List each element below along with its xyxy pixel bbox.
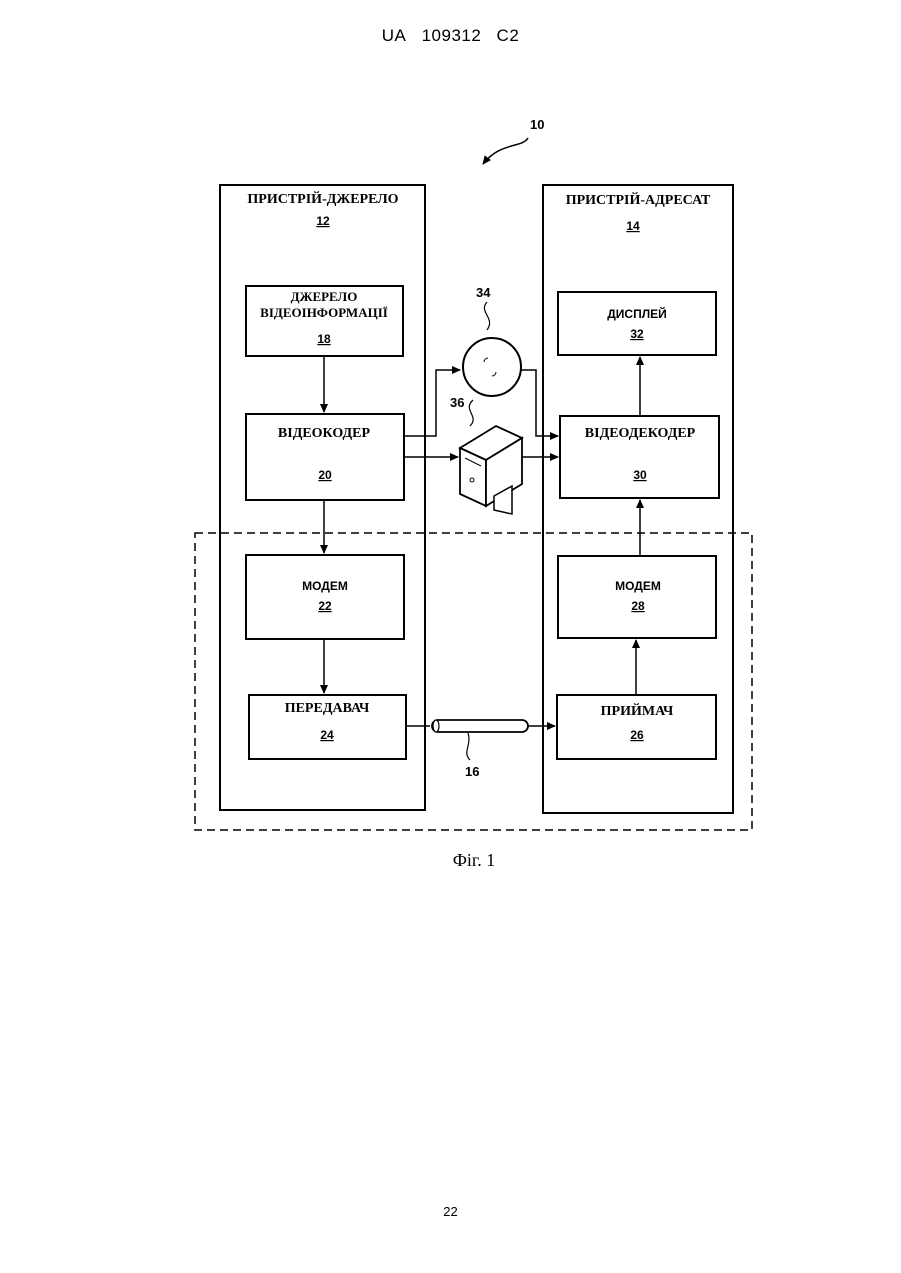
transmitter-label: ПЕРЕДАВАЧ bbox=[285, 701, 370, 716]
storage-medium-num: 34 bbox=[476, 285, 491, 300]
dest-device-num: 14 bbox=[626, 219, 640, 233]
ref-10-arrow bbox=[483, 138, 528, 164]
file-server-leader bbox=[469, 400, 473, 426]
receiver-num: 26 bbox=[630, 728, 644, 742]
video-source-line2: ВІДЕОІНФОРМАЦІЇ bbox=[260, 305, 388, 320]
video-encoder-num: 20 bbox=[318, 468, 332, 482]
channel-cable-end bbox=[433, 720, 439, 732]
modem-src-num: 22 bbox=[318, 599, 332, 613]
page-number: 22 bbox=[0, 1204, 901, 1219]
arrow-storage-to-decoder bbox=[521, 370, 558, 436]
source-device-title: ПРИСТРІЙ-ДЖЕРЕЛО bbox=[247, 190, 398, 207]
file-server-num: 36 bbox=[450, 395, 464, 410]
channel-cable-icon bbox=[432, 720, 528, 732]
modem-src-box bbox=[246, 555, 404, 639]
video-decoder-num: 30 bbox=[633, 468, 647, 482]
source-device-num: 12 bbox=[316, 214, 330, 228]
display-num: 32 bbox=[630, 327, 644, 341]
modem-dst-box bbox=[558, 556, 716, 638]
storage-medium-leader bbox=[484, 302, 489, 330]
video-source-num: 18 bbox=[317, 332, 331, 346]
display-box bbox=[558, 292, 716, 355]
storage-medium-disc-icon bbox=[463, 338, 521, 396]
video-source-line1: ДЖЕРЕЛО bbox=[291, 289, 358, 304]
transmitter-num: 24 bbox=[320, 728, 334, 742]
receiver-label: ПРИЙМАЧ bbox=[601, 702, 674, 719]
modem-dst-num: 28 bbox=[631, 599, 645, 613]
figure-caption: Фіг. 1 bbox=[0, 850, 901, 871]
modem-src-label: МОДЕМ bbox=[302, 579, 348, 593]
modem-dst-label: МОДЕМ bbox=[615, 579, 661, 593]
ref-10-label: 10 bbox=[530, 117, 544, 132]
dest-device-title: ПРИСТРІЙ-АДРЕСАТ bbox=[566, 191, 711, 208]
video-encoder-label: ВІДЕОКОДЕР bbox=[278, 426, 371, 441]
channel-leader bbox=[467, 733, 470, 760]
file-server-icon bbox=[460, 426, 522, 514]
video-decoder-label: ВІДЕОДЕКОДЕР bbox=[585, 426, 696, 441]
channel-num: 16 bbox=[465, 764, 479, 779]
display-label: ДИСПЛЕЙ bbox=[607, 306, 667, 321]
